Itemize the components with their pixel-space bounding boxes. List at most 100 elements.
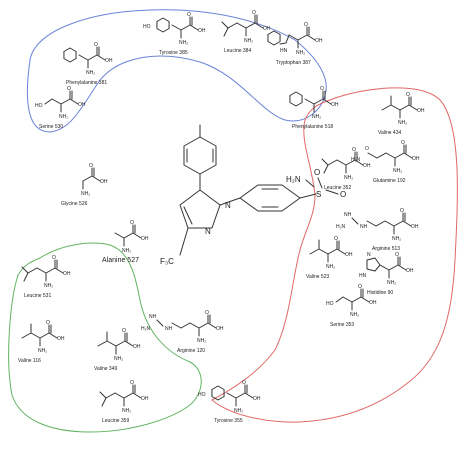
residue-label: Valine 116 (18, 358, 41, 364)
hydroxyl-ho: HO (35, 103, 43, 109)
blue-pocket-outline (26, 9, 327, 133)
carbonyl-o: O (334, 236, 338, 242)
carbonyl-o: O (400, 208, 404, 214)
hydroxyl-oh: OH (105, 58, 113, 64)
carbonyl-o: O (187, 12, 191, 18)
amine-nh2: NH₂ (244, 38, 253, 44)
amine-nh2: NH₂ (350, 312, 359, 318)
carbonyl-o: O (205, 310, 209, 316)
residue-phe381: O OH NH₂ Phenylalanine 381 (63, 42, 113, 86)
residue-tyr385: HO O OH NH₂ Tyrosine 385 (143, 12, 206, 56)
amine-nh2: NH₂ (86, 70, 95, 76)
residue-label: Leucine 359 (102, 418, 129, 424)
residue-label: Tyrosine 355 (214, 418, 243, 424)
carbonyl-o: O (395, 252, 399, 258)
residue-label: Glycine 526 (61, 201, 88, 207)
sulfonamide-nh2: H₂N (286, 175, 301, 184)
hydroxyl-ho: HO (326, 301, 334, 307)
carbonyl-o: O (130, 380, 134, 386)
hydroxyl-oh: OH (100, 179, 108, 185)
hydroxyl-oh: OH (253, 396, 261, 402)
hydroxyl-oh: OH (216, 326, 224, 332)
amine-nh2: NH₂ (312, 114, 321, 120)
imidazole-n: N (367, 252, 371, 258)
amine-nh2: NH₂ (326, 264, 335, 270)
sulfonyl-o-right: O (340, 190, 346, 199)
residue-label: Histidine 90 (367, 290, 393, 296)
amide-o: O (365, 146, 369, 152)
residue-label: Tryptophan 387 (276, 60, 311, 66)
carbonyl-o: O (46, 320, 50, 326)
pyrazole-n2: N (205, 227, 211, 236)
residue-label: Arginine 120 (177, 348, 205, 354)
hydroxyl-oh: OH (141, 396, 149, 402)
residue-label: Tyrosine 385 (159, 50, 188, 56)
carbonyl-o: O (122, 328, 126, 334)
imidazole-nh: HN (359, 273, 367, 279)
carbonyl-o: O (358, 284, 362, 290)
carbonyl-o: O (67, 86, 71, 92)
amine-nh2: NH₂ (59, 114, 68, 120)
hydroxyl-oh: OH (198, 28, 206, 34)
amine-nh2: NH₂ (122, 248, 131, 254)
carbonyl-o: O (352, 147, 356, 153)
guanidine-nh: NH (165, 326, 173, 332)
hydroxyl-oh: OH (263, 26, 271, 32)
residue-label: Phenylalanine 381 (66, 80, 107, 86)
hydroxyl-oh: OH (63, 271, 71, 277)
carbonyl-o: O (94, 42, 98, 48)
hydroxyl-oh: OH (411, 224, 419, 230)
amine-nh2: NH₂ (398, 120, 407, 126)
amine-nh2: NH₂ (179, 40, 188, 46)
carbonyl-o: O (130, 220, 134, 226)
amine-nh2: NH₂ (44, 283, 53, 289)
hydroxyl-oh: OH (315, 38, 323, 44)
residue-label: Alanine 527 (102, 257, 139, 264)
residue-label: Valine 523 (306, 274, 329, 280)
amine-nh2: NH₂ (234, 408, 243, 414)
central-molecule: N N S O O H₂N F₃C (160, 124, 346, 266)
hydroxyl-oh: OH (412, 156, 420, 162)
hydroxyl-oh: OH (78, 102, 86, 108)
phenol-ho: HO (143, 24, 151, 30)
amine-nh2: NH₂ (81, 191, 90, 197)
guanidine-nh: NH (360, 224, 368, 230)
residue-label: Phenylalanine 518 (292, 124, 333, 130)
guanidine-nh: NH (149, 314, 157, 320)
carbonyl-o: O (89, 163, 93, 169)
hydroxyl-oh: OH (141, 236, 149, 242)
amine-nh2: NH₂ (38, 348, 47, 354)
residue-label: Arginine 513 (372, 246, 400, 252)
red-pocket-outline (211, 87, 458, 423)
amine-nh2: NH₂ (296, 50, 305, 56)
amide-nh2: H₂N (351, 157, 361, 163)
trifluoromethyl: F₃C (160, 257, 174, 266)
hydroxyl-oh: OH (417, 108, 425, 114)
residue-label: Valine 434 (378, 130, 401, 136)
residue-label: Leucine 352 (324, 185, 351, 191)
pyrazole-n1: N (225, 201, 231, 210)
phenol-ho: HO (198, 392, 206, 398)
amine-nh2: NH₂ (392, 236, 401, 242)
carbonyl-o: O (320, 86, 324, 92)
residue-label: Leucine 384 (224, 48, 251, 54)
residue-label: Valine 349 (94, 366, 117, 372)
residue-ala527: O OH NH₂ Alanine 527 (102, 220, 149, 264)
residue-label: Serine 353 (330, 322, 354, 328)
amine-nh2: NH₂ (114, 356, 123, 362)
